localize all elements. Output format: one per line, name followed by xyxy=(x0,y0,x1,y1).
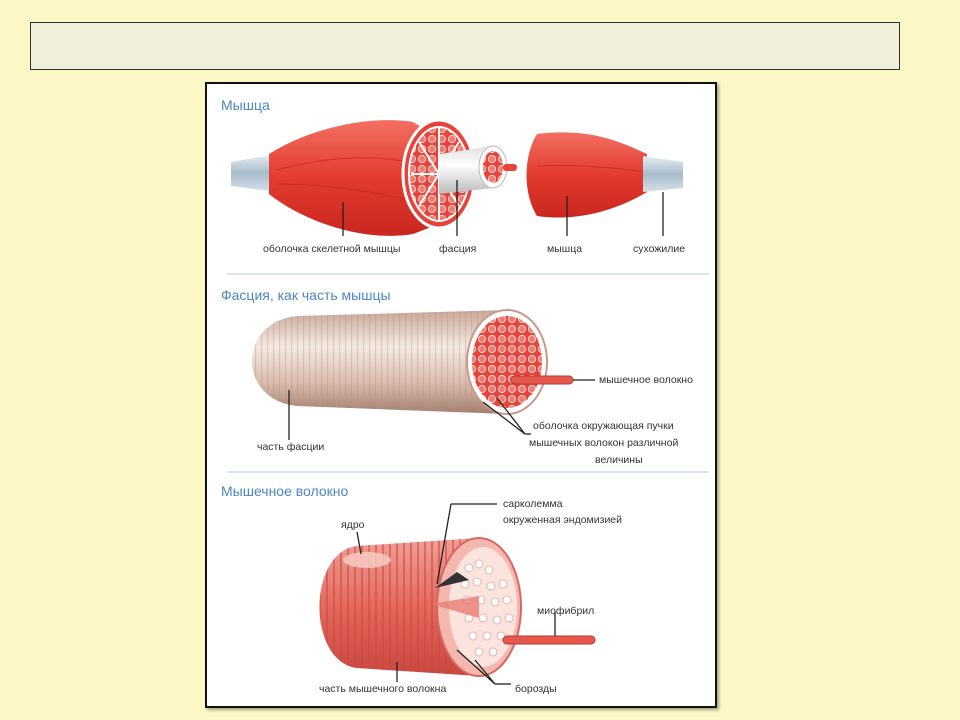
label-fascia-part: часть фасции xyxy=(257,441,324,453)
section-title-muscle: Мышца xyxy=(221,97,270,113)
muscle-structure-figure: Мышца оболочка скелетной мышцы фасция мы… xyxy=(205,82,717,708)
label-bundle-sheath-1: оболочка окружающая пучки xyxy=(533,420,674,432)
label-bundle-sheath-3: величины xyxy=(595,454,643,466)
extracted-fiber xyxy=(511,376,573,384)
label-tendon: сухожилие xyxy=(633,243,685,255)
label-sarcolemma-1: сарколемма xyxy=(503,498,563,510)
label-bundle-sheath-2: мышечных волокон различной xyxy=(529,437,678,449)
label-skeletal-sheath: оболочка скелетной мышцы xyxy=(263,243,400,255)
label-sarcolemma-2: окруженная эндомизией xyxy=(503,514,622,526)
label-myofibril: миофибрил xyxy=(537,605,594,617)
muscle-diagram: Мышца оболочка скелетной мышцы фасция мы… xyxy=(207,84,715,706)
slide-title-bar xyxy=(30,22,900,70)
label-muscle-fiber: мышечное волокно xyxy=(599,374,693,386)
section-title-fascia: Фасция, как часть мышцы xyxy=(221,287,391,303)
right-muscle xyxy=(527,132,648,217)
section-title-fiber: Мышечное волокно xyxy=(221,483,348,499)
nucleus-shape xyxy=(343,552,391,568)
label-furrows: борозды xyxy=(515,683,557,695)
right-tendon xyxy=(643,156,683,192)
label-muscle: мышца xyxy=(547,243,582,255)
label-nucleus: ядро xyxy=(341,519,365,531)
label-fascia: фасция xyxy=(439,243,476,255)
label-fiber-part: часть мышечного волокна xyxy=(319,683,446,695)
extracted-myofibril xyxy=(503,636,595,644)
